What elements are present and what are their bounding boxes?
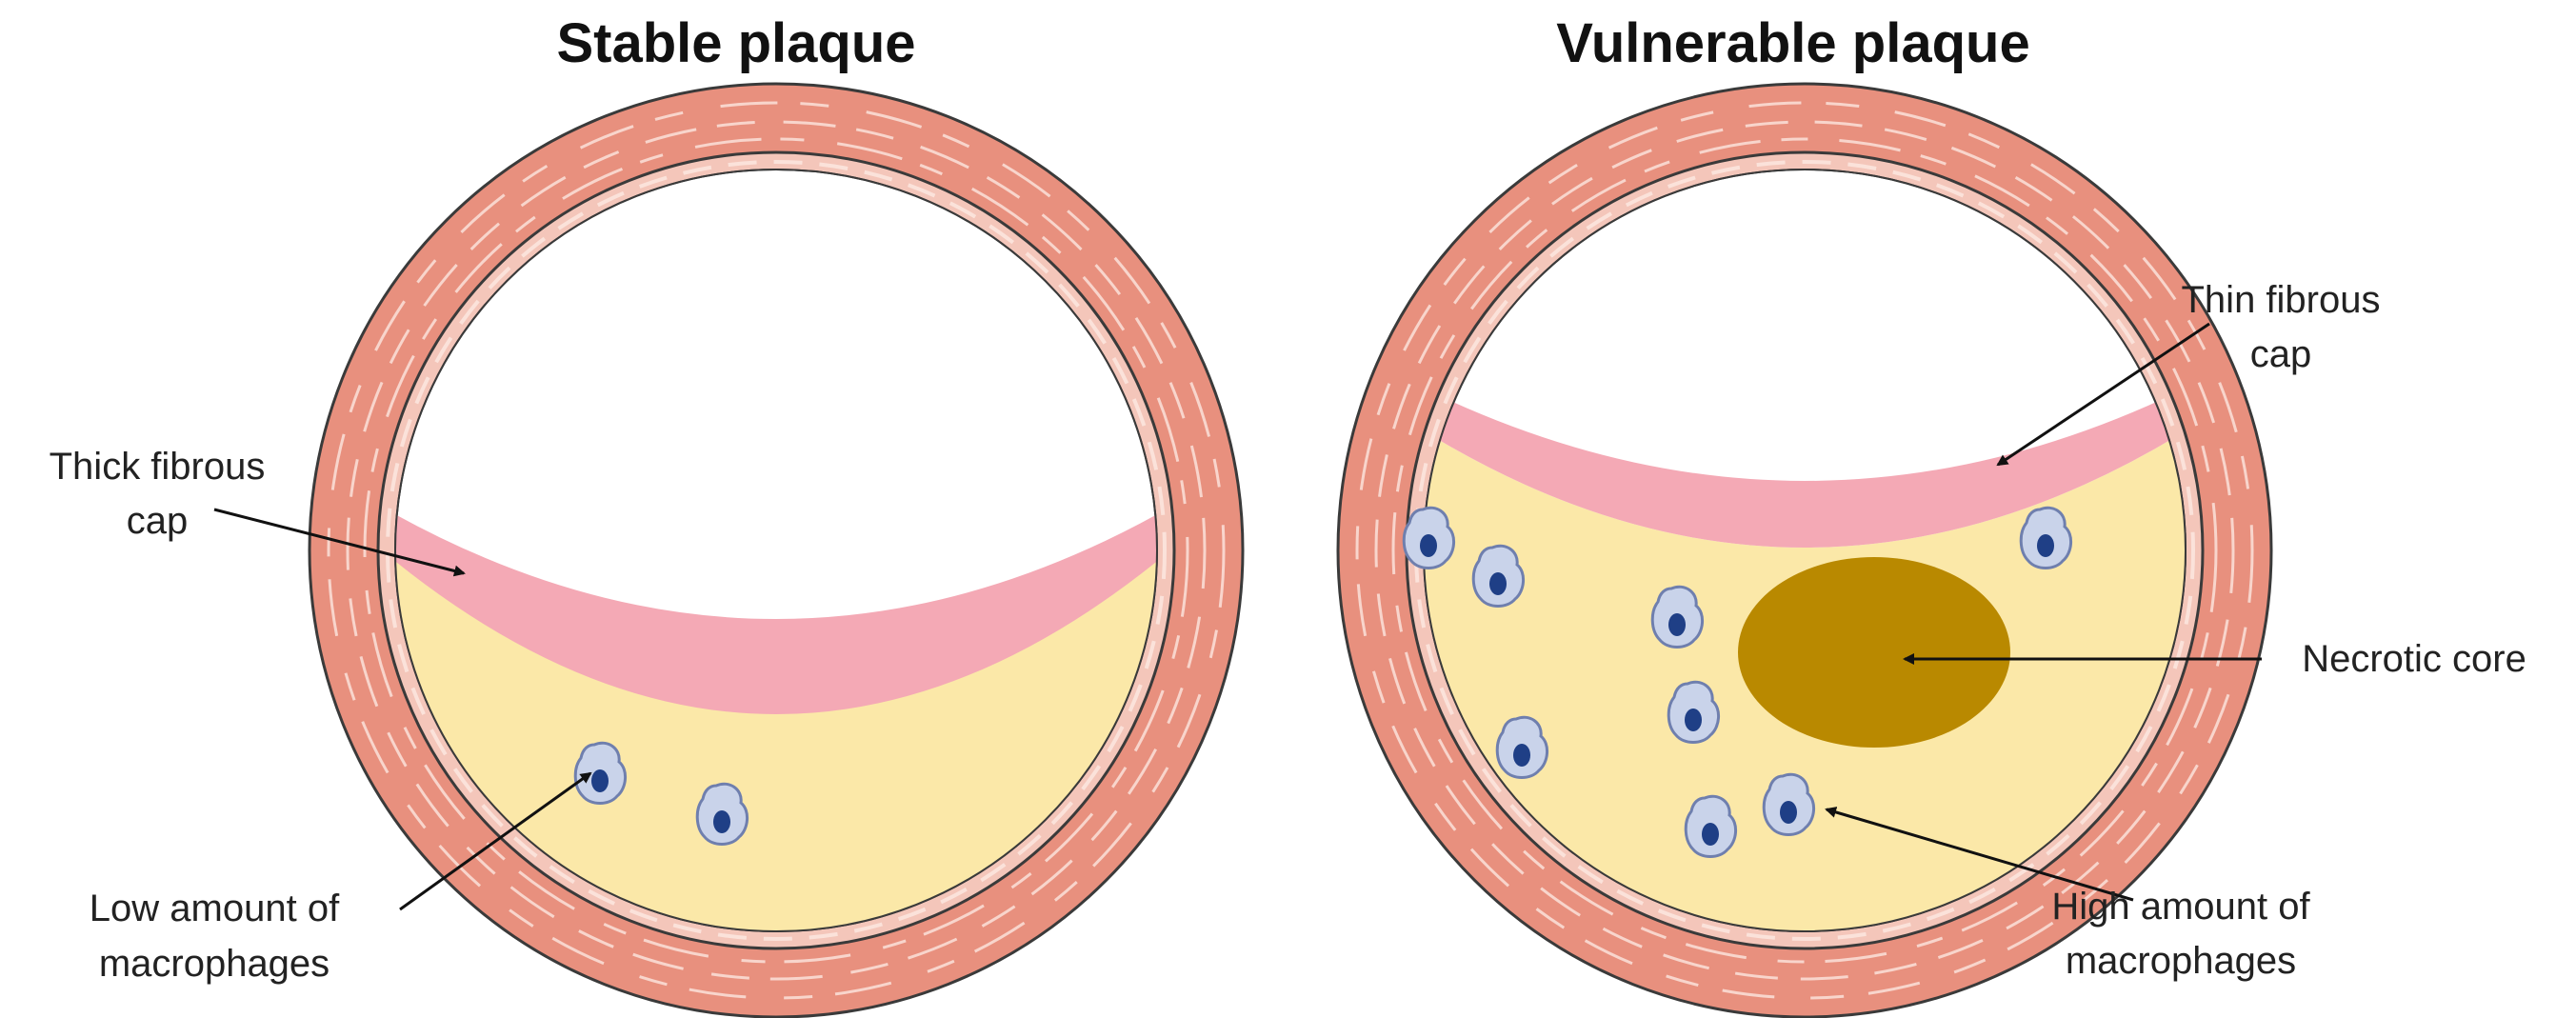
label-line: cap xyxy=(2250,333,2312,375)
necrotic-core xyxy=(1738,557,2010,748)
label-necrotic-core: Necrotic core xyxy=(2302,638,2526,680)
stable-thick-fibrous-cap xyxy=(395,495,1157,714)
label-line: Thin fibrous xyxy=(2182,279,2381,321)
stable-vessel xyxy=(308,82,1245,1018)
vulnerable-macrophage xyxy=(2019,506,2073,569)
arrow-thin-cap xyxy=(1996,322,2210,467)
label-line: cap xyxy=(127,500,189,542)
vulnerable-macrophage xyxy=(1650,585,1705,649)
label-line: macrophages xyxy=(2066,940,2296,982)
arrow-low-macrophages xyxy=(399,771,592,911)
vulnerable-macrophage xyxy=(1495,715,1549,779)
label-line: Thick fibrous xyxy=(50,446,266,488)
title-stable-plaque: Stable plaque xyxy=(556,12,915,74)
vulnerable-thin-fibrous-cap xyxy=(1424,371,2186,548)
vulnerable-wall-texture xyxy=(1355,101,2254,1000)
label-thick-fibrous-cap: Thick fibrous cap xyxy=(50,446,266,542)
vulnerable-vessel xyxy=(1336,82,2273,1018)
label-high-macrophages: High amount of macrophages xyxy=(2051,886,2310,982)
label-line: High amount of xyxy=(2051,886,2310,928)
vulnerable-macrophage xyxy=(1762,772,1816,836)
stable-macrophage xyxy=(695,782,749,846)
label-low-macrophages: Low amount of macrophages xyxy=(90,888,340,985)
vulnerable-macrophage xyxy=(1402,506,1456,569)
vulnerable-macrophage xyxy=(1667,680,1721,744)
stable-macrophage xyxy=(573,741,628,805)
label-line: macrophages xyxy=(99,943,329,985)
vulnerable-macrophage xyxy=(1684,794,1738,858)
vulnerable-macrophage xyxy=(1471,544,1526,608)
annotation-arrows xyxy=(213,322,2262,911)
arrow-thick-cap xyxy=(213,508,466,577)
label-line: Low amount of xyxy=(90,888,340,929)
label-thin-fibrous-cap: Thin fibrous cap xyxy=(2182,279,2381,375)
arrow-high-macrophages xyxy=(1825,807,2134,902)
stable-wall-texture xyxy=(327,101,1226,1000)
title-vulnerable-plaque: Vulnerable plaque xyxy=(1556,12,2029,74)
